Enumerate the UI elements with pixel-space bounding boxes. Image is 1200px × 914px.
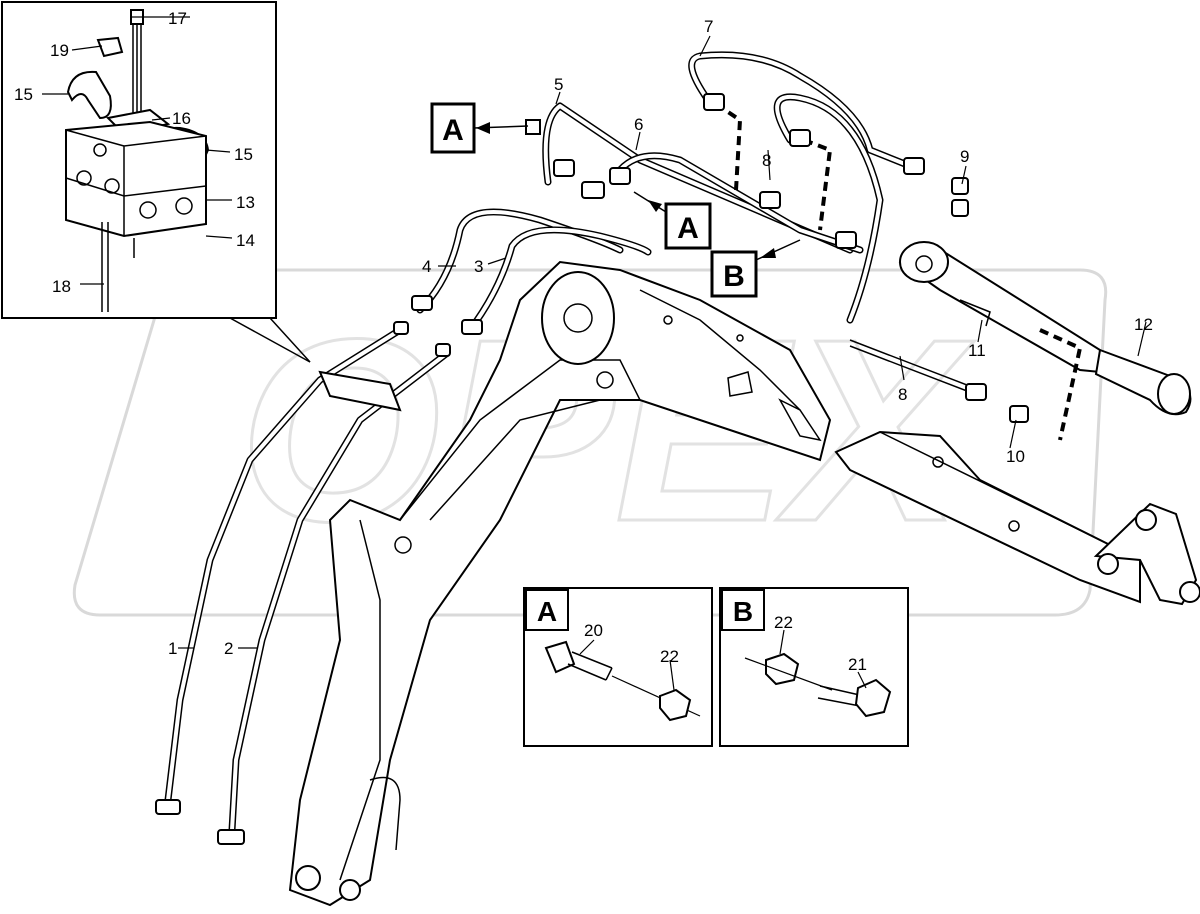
callout-1: 1: [168, 639, 177, 658]
callout-11: 11: [968, 341, 986, 360]
view-a-marker-1: [430, 102, 476, 154]
callout-22-a: 22: [660, 647, 679, 666]
hydraulic-lines: [155, 51, 1083, 845]
callout-8-upper: 8: [762, 151, 771, 170]
view-a-marker-2: [664, 202, 712, 250]
bucket-linkage: [834, 430, 1200, 606]
callout-19: 19: [50, 41, 69, 60]
view-a-marker-1-label: A: [442, 114, 464, 147]
view-b-marker-label: B: [723, 260, 745, 293]
callout-4: 4: [422, 257, 431, 276]
callout-numbers: 1 2 3 4 5 6 7 8 8 9 10 11 12 13 14 15 15…: [14, 9, 1153, 674]
leader-lines: [42, 16, 1147, 691]
inset-b-label: B: [733, 596, 753, 627]
callout-8-lower: 8: [898, 385, 907, 404]
callout-21: 21: [848, 655, 867, 674]
callout-3: 3: [474, 257, 483, 276]
callout-14: 14: [236, 231, 255, 250]
callout-13: 13: [236, 193, 255, 212]
callout-16: 16: [172, 109, 191, 128]
callout-20: 20: [584, 621, 603, 640]
callout-15-left: 15: [14, 85, 33, 104]
callout-17: 17: [168, 9, 187, 28]
callout-22-b: 22: [774, 613, 793, 632]
callout-18: 18: [52, 277, 71, 296]
boom-arm: [288, 260, 832, 907]
cylinder: [898, 241, 1192, 416]
callout-6: 6: [634, 115, 643, 134]
callout-5: 5: [554, 75, 563, 94]
clamp-detail-inset: [1, 1, 311, 363]
callout-12: 12: [1134, 315, 1153, 334]
callout-2: 2: [224, 639, 233, 658]
detail-inset-a: A: [523, 587, 713, 747]
view-markers: A A B: [430, 102, 801, 298]
inset-a-label: A: [537, 596, 557, 627]
view-b-marker: [710, 250, 758, 298]
view-a-marker-2-label: A: [677, 212, 699, 245]
detail-inset-b: B: [719, 587, 909, 747]
callout-9: 9: [960, 147, 969, 166]
callout-15-right: 15: [234, 145, 253, 164]
callout-7: 7: [704, 17, 713, 36]
callout-10: 10: [1006, 447, 1025, 466]
